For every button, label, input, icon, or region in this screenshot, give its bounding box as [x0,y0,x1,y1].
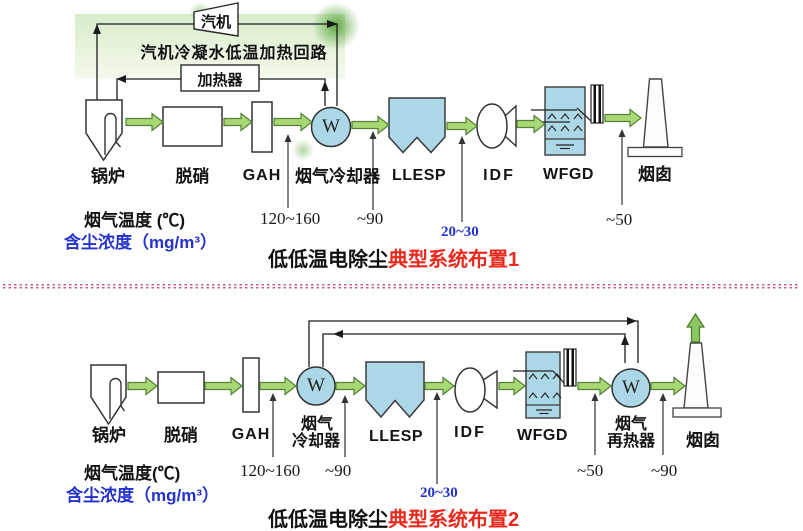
d2-heat-recovery-loop-lines [308,317,639,367]
d1-arrow-wfgd-stack [604,108,642,128]
d2-stack-exit-arrow [685,312,706,343]
d1-denox-label: 脱硝 [175,167,210,186]
d2-flow-arrows [127,376,686,396]
d1-wfgd-shape [531,84,604,156]
d1-reading-after-esp: 20~30 [441,224,479,240]
d1-cooler-up-arrowhead [321,81,329,91]
d2-reheater-label-line1: 烟气 [614,416,647,433]
d2-flue-gas-temperature-label: 烟气温度(℃) [84,464,181,483]
d1-llesp-shape [388,97,446,154]
d2-loop-left-arrowhead [333,330,343,338]
d1-idf-label: IDF [483,167,515,184]
d1-measure-lines [284,129,626,222]
d1-idf-fan-shape [476,103,517,149]
d1-cooler-label: 烟气冷却器 [295,167,380,186]
d2-boiler-label: 锅炉 [92,426,126,445]
d2-reading-after-cooler: ~90 [325,461,352,480]
d2-mist-eliminator [563,348,577,387]
section-divider-dashed-line [3,284,800,289]
d2-denox-box [157,371,205,404]
d2-arrow-reheater-stack [650,376,686,396]
d1-loop-up-arrowhead [93,24,101,34]
d2-llesp-shape [365,361,425,419]
d2-caption: 低低温电除尘典型系统布置2 [268,503,519,531]
d2-stack-label: 烟囱 [686,431,720,450]
d2-cooler-circle [296,366,336,406]
d1-cooler-w-symbol: W [322,116,340,137]
d2-dust-concentration-label: 含尘浓度（mg/m³） [66,486,219,505]
d1-heater-left-arrowhead [116,75,126,83]
d1-denox-box [162,106,223,147]
d1-arrow-idf-wfgd [516,114,546,134]
d2-gah-box [242,357,260,413]
d2-arrow-boiler-denox [127,376,158,396]
d2-reheater-label-line2: 再热器 [606,433,655,450]
d2-reading-after-fgd: ~50 [577,461,604,480]
d2-cooler-w-symbol: W [307,375,325,396]
d2-loop-right-arrowhead [627,317,637,325]
d1-caption-black: 低低温电除尘 [268,249,388,271]
d2-caption-black: 低低温电除尘 [268,509,388,531]
d2-idf-fan-shape [454,367,498,413]
d2-reheater-circle [611,368,651,408]
d1-loop-right-arrowhead [327,20,338,28]
d2-arrow-llesp-idf [424,376,455,396]
d1-spray-row-1 [547,113,583,120]
d1-flue-gas-temperature-label: 烟气温度 (℃) [84,211,186,230]
d1-gah-box [251,101,273,153]
d2-loop-up-arrowhead [621,335,629,345]
d2-arrow-gah-cooler [259,376,297,396]
d1-chimney-shape [627,78,683,158]
d1-spray-row-2 [547,125,583,132]
d2-arrow-wfgd-reheater [577,376,612,396]
d1-arrow-denox-gah [223,112,253,132]
d1-arrow-llesp-idf [446,116,478,136]
d2-reading-after-esp: 20~30 [420,485,458,501]
d1-cooler-circle [310,106,352,148]
d2-wfgd-shape [513,348,577,419]
d1-arrow-boiler-denox [125,112,164,132]
d2-reading-after-reheater: ~90 [651,461,678,480]
d2-arrow-cooler-llesp [335,376,366,396]
d1-reading-after-gah: 120~160 [260,209,321,228]
d1-llesp-label: LLESP [391,167,447,184]
d1-reading-after-cooler: ~90 [357,209,384,228]
d2-cooler-label-line1: 烟气 [300,416,333,433]
d2-reheater-w-symbol: W [622,377,640,398]
d1-arrow-gah-cooler [273,112,313,132]
d2-boiler-shape [90,364,127,426]
d2-measure-lines [269,392,667,484]
d2-caption-red: 典型系统布置2 [388,509,520,531]
d2-spray-row-1 [528,373,562,380]
d1-caption-red: 典型系统布置1 [388,249,520,271]
d1-arrow-cooler-llesp [351,115,390,135]
d1-loop-title: 汽机冷凝水低温加热回路 [140,45,328,62]
d1-turbine-label: 汽机 [200,14,231,31]
d1-caption: 低低温电除尘典型系统布置1 [268,243,519,272]
d2-arrow-idf-wfgd [498,376,526,396]
d2-wfgd-label: WFGD [517,427,568,444]
d1-heater-box [180,64,260,92]
d1-wfgd-label: WFGD [543,166,594,183]
d1-dust-concentration-label: 含尘浓度（mg/m³） [64,233,217,252]
d2-idf-label: IDF [454,424,486,441]
d1-flow-arrows [125,108,642,136]
d2-spray-row-2 [528,392,562,399]
d1-heater-label: 加热器 [197,72,243,89]
d2-llesp-label: LLESP [368,428,424,445]
d2-arrow-denox-gah [204,376,243,396]
d1-turbine-shape [193,2,239,37]
d2-reading-after-gah: 120~160 [240,461,301,480]
d1-reading-after-fgd: ~50 [606,210,633,229]
d2-denox-label: 脱硝 [164,426,198,445]
d1-gah-label: GAH [242,167,282,184]
d1-stack-label: 烟囱 [638,165,672,184]
d2-chimney-shape [672,312,722,418]
d1-boiler-label: 锅炉 [91,167,125,186]
d1-boiler-shape [85,99,123,162]
d1-mist-eliminator [590,84,604,124]
d2-gah-label: GAH [231,426,271,443]
d2-cooler-label-line2: 冷却器 [291,433,340,450]
